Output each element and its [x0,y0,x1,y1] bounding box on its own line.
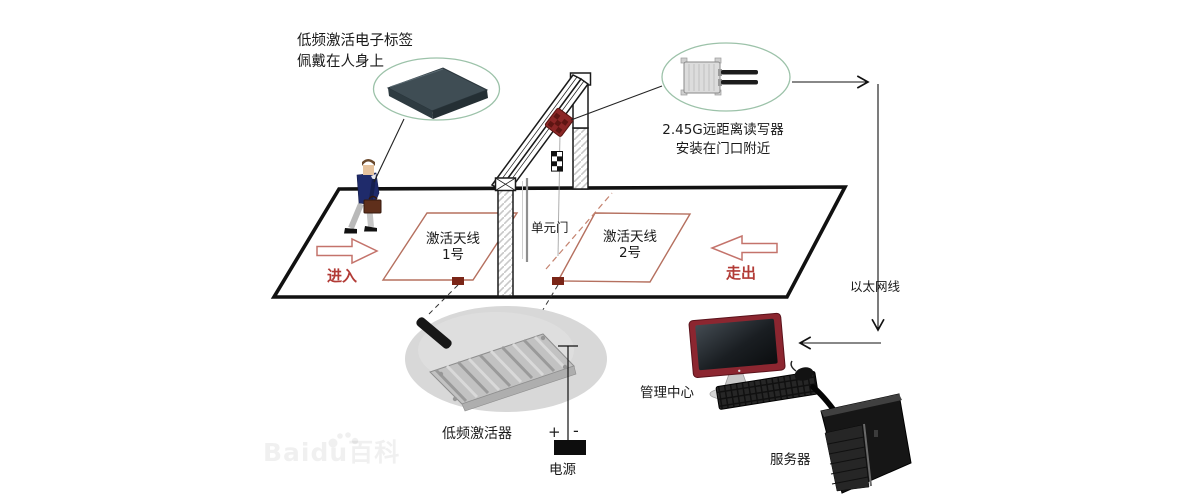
zone1-label: 激活天线 1号 [426,231,480,263]
person-figure [344,159,382,234]
briefcase [363,199,382,214]
activator-label: 低频激活器 [442,426,512,442]
door-label: 单元门 [531,220,569,235]
exit-label: 走出 [726,264,757,282]
power-supply [554,345,586,455]
reader-label-line2: 安装在门口附近 [675,141,771,157]
tag-label-line2: 佩戴在人身上 [297,54,384,70]
door-back-post [572,127,589,190]
tag-callout [372,57,501,183]
watermark-paw-icon [328,432,359,448]
activation-zone-1 [381,212,519,285]
antenna [721,70,758,75]
reader-leader-line [570,85,663,121]
zone2-feed-point [552,277,564,285]
power-plus-sign: + [548,423,561,441]
keyboard-icon [715,370,819,410]
baidu-watermark: Baidu百科 [263,438,401,467]
ethernet-line [792,75,885,350]
antenna [721,80,758,85]
tag-callout-label: 低频激活电子标签 佩戴在人身上 [297,31,413,73]
rfid-tag-icon [386,67,489,119]
door-swing-dashed-line [545,192,613,270]
monitor-icon [688,312,786,378]
exit-arrow [709,234,778,262]
reader-label-line1: 2.45G远距离读写器 [662,122,784,138]
enter-arrow [316,237,379,265]
briefcase-handle [368,195,378,200]
tag-leader-line [373,118,405,183]
management-center [688,312,819,410]
management-label: 管理中心 [640,385,694,401]
ethernet-label: 以太网线 [850,279,901,294]
zone1-feed-point [452,277,464,285]
checker-marker-icon [551,151,563,172]
power-label: 电源 [549,462,576,478]
server-icon [820,393,912,494]
reader-device-icon [680,57,758,96]
reader-callout-label: 2.45G远距离读写器 安装在门口附近 [656,121,790,159]
floor-area [270,185,848,299]
activator-antenna [416,317,452,349]
shoe [364,226,377,232]
activation-zone-2 [552,212,692,285]
reader-callout [570,42,791,121]
mounted-reader-icon [544,107,574,137]
activator-photo [405,306,607,412]
door-front-post [497,189,514,297]
server-label: 服务器 [770,452,811,468]
battery-icon [554,440,586,455]
power-minus-sign: - [573,421,579,440]
shoe [344,228,357,234]
zone2-cable-leader [540,284,559,314]
door-frame [490,72,592,297]
mouse-icon [794,367,814,381]
enter-label: 进入 [327,267,358,285]
zone2-label: 激活天线 2号 [603,229,657,261]
activator-device-icon [416,317,577,412]
zone1-cable-leader [428,284,459,315]
tag-label-line1: 低频激活电子标签 [297,33,413,49]
